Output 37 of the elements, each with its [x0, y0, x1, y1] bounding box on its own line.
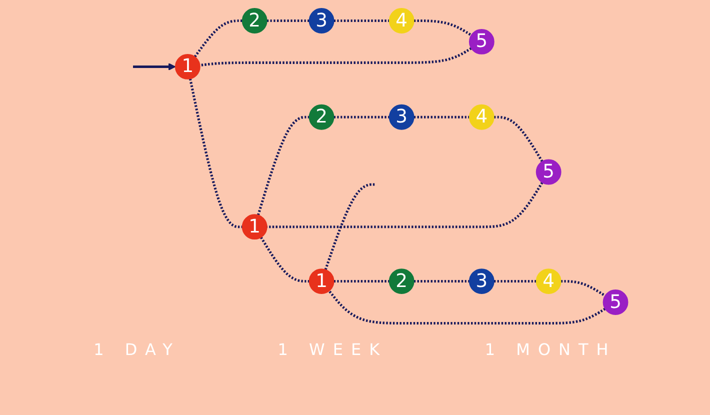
node-circle: 5 [536, 159, 562, 185]
node-circle: 3 [388, 104, 414, 130]
period-label: 1 DAY [94, 340, 180, 359]
period-label: 1 WEEK [278, 340, 388, 359]
connector [200, 47, 472, 67]
connector [414, 19, 472, 36]
connector [194, 19, 242, 58]
node-circle: 1 [174, 54, 200, 80]
node-circle: 4 [536, 268, 562, 294]
connector [494, 116, 544, 162]
connector [266, 182, 544, 228]
node-circle: 2 [242, 8, 268, 34]
connector [266, 19, 310, 22]
connector [494, 280, 536, 283]
connector [328, 290, 606, 324]
node-circle: 3 [308, 8, 334, 34]
node-circle: 2 [388, 268, 414, 294]
connector [260, 236, 310, 283]
node-circle: 2 [308, 104, 334, 130]
connector [414, 116, 470, 118]
connector [324, 183, 376, 270]
arrow [133, 63, 176, 70]
connector [256, 116, 310, 216]
connector [334, 116, 390, 118]
connector [334, 280, 390, 283]
connector [560, 280, 606, 297]
node-circle: 4 [388, 8, 414, 34]
node-circle: 5 [602, 290, 628, 315]
connector [188, 78, 242, 228]
node-circle: 1 [308, 268, 334, 294]
connector [334, 19, 390, 22]
node-circle: 4 [468, 104, 494, 130]
connector [414, 280, 470, 283]
node-circle: 3 [468, 268, 494, 294]
node-circle: 5 [468, 29, 494, 54]
node-circle: 1 [242, 214, 268, 240]
period-label: 1 MONTH [484, 340, 616, 359]
